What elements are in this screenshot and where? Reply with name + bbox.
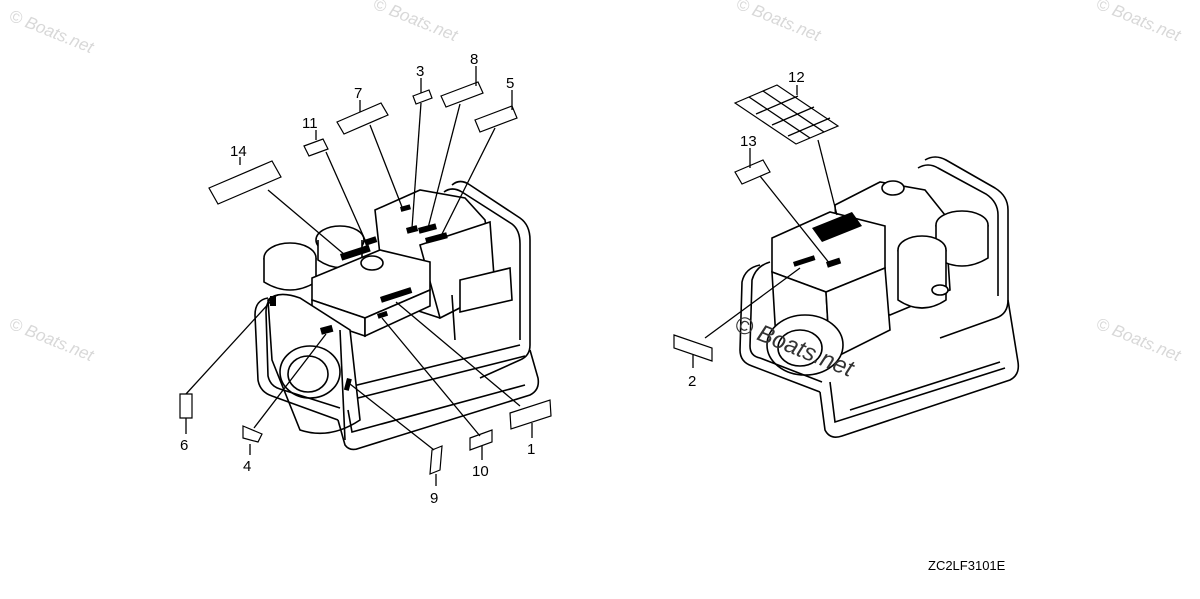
label-9: [429, 445, 443, 475]
drawing-code: ZC2LF3101E: [928, 558, 1006, 573]
callouts-left: 14 11 7 3 8 5 6 4 9 10 1: [180, 51, 535, 507]
watermark: © Boats.net: [1094, 0, 1185, 46]
label-3: [412, 89, 433, 105]
callout-4: 4: [243, 458, 251, 475]
leader-lines-right: [692, 85, 838, 368]
callout-12: 12: [788, 69, 805, 86]
label-7: [336, 102, 389, 135]
callout-2: 2: [688, 373, 696, 390]
label-4: [242, 425, 263, 443]
watermark: © Boats.net: [371, 0, 462, 46]
watermarks: © Boats.net © Boats.net © Boats.net © Bo…: [7, 0, 1185, 366]
watermark: © Boats.net: [1094, 314, 1185, 365]
callouts-right: 12 13 2: [688, 69, 805, 390]
label-10: [469, 429, 493, 451]
callout-3: 3: [416, 63, 424, 80]
callout-9: 9: [430, 490, 438, 507]
watermark: © Boats.net: [7, 6, 98, 57]
loose-labels-left: [179, 81, 552, 475]
pump-front-view: [254, 180, 540, 451]
label-2: [673, 334, 713, 362]
callout-1: 1: [527, 441, 535, 458]
label-1: [509, 399, 552, 430]
label-14: [208, 160, 282, 205]
label-13: [734, 159, 771, 185]
callout-8: 8: [470, 51, 478, 68]
watermark: © Boats.net: [734, 0, 825, 46]
label-5: [474, 105, 518, 133]
leader-lines-left: [185, 66, 533, 486]
label-8: [440, 81, 484, 108]
callout-11: 11: [302, 115, 318, 132]
callout-10: 10: [472, 463, 489, 480]
loose-labels-right: [673, 84, 840, 362]
callout-14: 14: [230, 143, 247, 160]
label-6: [179, 393, 193, 419]
callout-5: 5: [506, 75, 514, 92]
label-11: [303, 138, 329, 157]
pump-rear-view: [739, 156, 1020, 438]
callout-7: 7: [354, 85, 362, 102]
callout-13: 13: [740, 133, 757, 150]
callout-6: 6: [180, 437, 188, 454]
watermark: © Boats.net: [7, 314, 98, 365]
